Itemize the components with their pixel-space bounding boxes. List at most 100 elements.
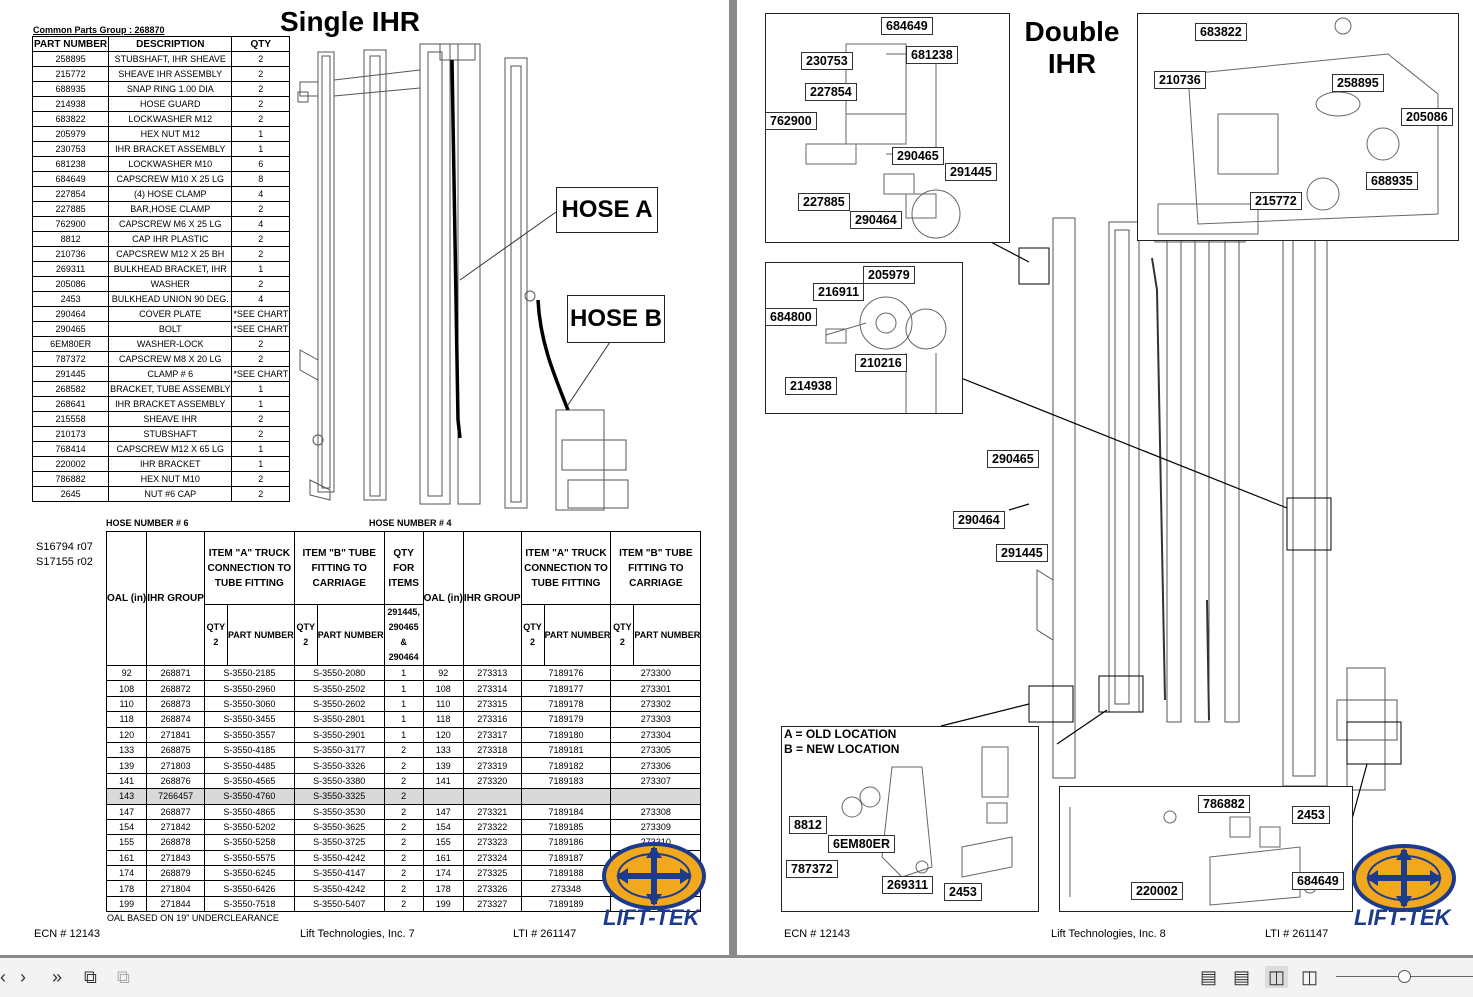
viewer-toolbar: ‹ › » ⧉ ⧉ ▤ ▤ ◫ ◫ [0,958,1473,997]
footer-company: Lift Technologies, Inc. 8 [1051,928,1166,940]
ihr-group4-cell: 273311 [610,849,702,867]
legend-old-location: A = OLD LOCATION [784,727,897,741]
oal-cell: 178 [105,880,148,897]
item-b-part-cell: 154 [422,818,464,836]
oal4-cell: 7189189 [520,895,612,913]
ihr-group4-cell [610,788,702,805]
qty-items-cell: 273326 [462,880,522,897]
ihr-group-cell: 268877 [146,803,205,820]
qty-items-cell: 273313 [462,664,522,682]
last-page-icon[interactable]: » [52,967,63,987]
item-b-qty-cell: 2 [383,757,424,774]
lift-tek-wordmark: LIFT-TEK [1354,905,1451,930]
qty-items-cell: 273318 [462,741,522,759]
oal-cell: 92 [105,664,148,682]
callout-269311: 269311 [882,876,934,894]
part-number-cell: 688935 [31,81,110,97]
callout-290465: 290465 [892,147,944,165]
continuous-view-icon[interactable]: ▤ [1233,967,1251,987]
item-b-qty-cell: 1 [383,726,424,743]
oal-cell: 108 [105,680,148,697]
ihr-group-cell: 271804 [146,880,205,897]
item-b-qty-cell: 2 [383,772,424,790]
page-title: Single IHR [280,6,421,37]
qty-items-cell: 273317 [462,726,522,743]
ihr-group4-cell: 273300 [610,664,702,682]
col-item-b-6: ITEM "B" TUBE FITTING TO CARRIAGE [293,531,385,605]
item-a-qty-cell: S-3550-7518 [203,895,295,913]
qty-items-cell: 273321 [462,803,522,820]
oal-cell: 155 [105,834,148,851]
col-item-b-4: ITEM "B" TUBE FITTING TO CARRIAGE [610,531,702,605]
qty-items-cell: 273319 [462,757,522,774]
qty-items-cell: 273327 [462,895,522,913]
common-parts-group-label: Common Parts Group : 268870 [33,25,165,35]
ihr-group4-cell: 273307 [610,772,702,790]
qty-items-cell: 273322 [462,818,522,836]
two-page-continuous-icon[interactable]: ◫ [1301,967,1319,987]
ref-2: S17155 r02 [36,556,93,568]
item-a-part-cell: S-3550-4242 [293,849,385,867]
sub-part: PART NUMBER [633,604,702,666]
oal-cell: 199 [105,895,148,913]
ihr-group-cell: 268876 [146,772,205,790]
rotate-disabled-icon[interactable]: ⧉ [117,967,130,987]
callout-230753: 230753 [801,52,853,70]
item-b-part-cell: 120 [422,726,464,743]
single-page-view-icon[interactable]: ▤ [1200,967,1218,987]
sub-qty: QTY 2 [203,604,228,666]
sub-qty-items: 291445, 290465 & 290464 [383,604,424,666]
item-a-qty-cell: S-3550-4565 [203,772,295,790]
item-a-qty-cell: S-3550-3455 [203,711,295,728]
oal4-cell: 7189182 [520,757,612,774]
callout-787372: 787372 [786,860,838,878]
oal4-cell: 7189181 [520,741,612,759]
rotate-icon[interactable]: ⧉ [84,967,97,987]
item-a-qty-cell: S-3550-4185 [203,741,295,759]
ihr-group4-cell: 273312 [610,865,702,882]
zoom-slider-thumb[interactable] [1398,970,1411,983]
description-cell: NUT #6 CAP [108,486,233,502]
item-a-part-cell: S-3550-3380 [293,772,385,790]
next-page-icon[interactable]: › [20,967,26,987]
oal-note: OAL BASED ON 19" UNDERCLEARANCE [107,913,279,923]
two-page-view-icon[interactable]: ◫ [1265,966,1289,988]
description-cell: CAPCSREW M12 X 25 BH [108,246,233,262]
qty-items-cell: 273315 [462,695,522,713]
item-b-part-cell: 155 [422,834,464,851]
item-b-part-cell: 161 [422,849,464,867]
ihr-group4-cell: 273301 [610,680,702,697]
qty-items-cell [462,788,522,805]
item-b-qty-cell: 2 [383,895,424,913]
item-a-part-cell: S-3550-3325 [293,788,385,805]
oal4-cell: 7189176 [520,664,612,682]
callout-290465: 290465 [987,450,1039,468]
oal4-cell [520,788,612,805]
item-b-qty-cell: 1 [383,695,424,713]
item-a-part-cell: S-3550-2502 [293,680,385,697]
ihr-group4-cell: 273306 [610,757,702,774]
callout-8812: 8812 [789,816,827,834]
page-title-line1: Double [1024,16,1120,47]
hose-table: OAL (in) IHR GROUP ITEM "A" TRUCK CONNEC… [105,531,702,913]
oal4-cell: 7189184 [520,803,612,820]
oal-cell: 161 [105,849,148,867]
item-b-part-cell: 92 [422,664,464,682]
sub-part: PART NUMBER [316,604,385,666]
prev-page-icon[interactable]: ‹ [0,967,6,987]
